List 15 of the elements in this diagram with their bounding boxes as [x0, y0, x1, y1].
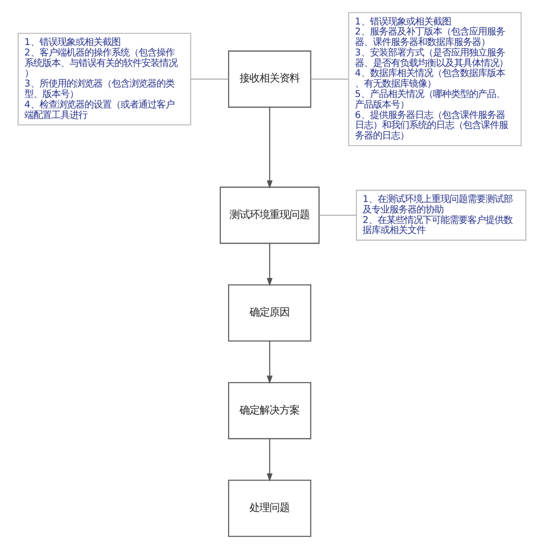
connector [310, 78, 348, 80]
node-box: 确定原因 [228, 284, 312, 342]
node-box: 1、错误现象或相关截图 2、服务器及补丁版本（包含应用服务器、课件服务器和数据库服务器） 3、安装部署方式（是否应用独立服务器、是否有负载均衡以及其具体情况） 4、数据库相关情况（包含数据库版本、有无数据库镜像） 5、产品相关情况（哪种类型的产品、产品版本号） 6、提供服务器日志（包含课件服务器日志）和我们系统的日志（包含课件服务器的日志） [348, 12, 522, 146]
arrow [266, 243, 273, 286]
node-box: 接收相关资料 [228, 50, 312, 108]
node-box: 1、在测试环境上重现问题需要测试部及专业服务器的协助 2、在某些情况下可能需要客户提供数据库或相关文件 [356, 190, 526, 241]
arrow [266, 107, 273, 189]
arrow [266, 438, 273, 482]
arrow [266, 341, 273, 384]
node-box: 测试环境重现问题 [220, 186, 320, 244]
node-box: 确定解决方案 [228, 382, 312, 440]
node-box: 1、错误现象或相关截图 2、客户端机器的操作系统（包含操作系统版本、与错误有关的软件安装情况） 3、所使用的浏览器（包含浏览器的类型、版本号） 4、检查浏览器的设置（或者通过客户端配置工具进行 [18, 32, 192, 126]
connector [190, 78, 228, 80]
node-box: 处理问题 [228, 480, 312, 537]
connector [319, 214, 356, 216]
